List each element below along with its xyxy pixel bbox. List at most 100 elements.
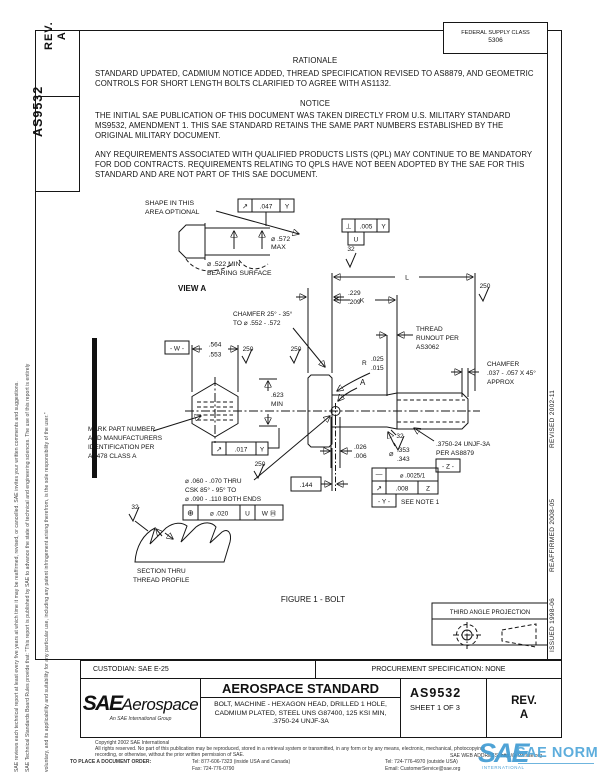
notice-para-2: ANY REQUIREMENTS ASSOCIATED WITH QUALIFI… bbox=[95, 150, 533, 179]
reaffirmed-date: REAFFIRMED 2008-05 bbox=[549, 498, 556, 572]
dim-label: .623 bbox=[271, 392, 284, 399]
revised-date: REVISED 2002-11 bbox=[549, 389, 556, 448]
sae-aerospace-logo: SAEAerospace An SAE International Group bbox=[81, 679, 201, 737]
dim-label: .229 bbox=[348, 290, 361, 297]
fcf-value: .047 bbox=[260, 204, 273, 211]
rev-label: REV. bbox=[511, 695, 537, 707]
dim-label: .026 bbox=[354, 444, 367, 451]
change-bar bbox=[92, 338, 97, 478]
dim-label: .564 bbox=[209, 342, 222, 349]
fcf-value: ⌀ .020 bbox=[210, 511, 229, 518]
fcf-value: .008 bbox=[396, 486, 409, 493]
dim-label: MIN bbox=[271, 401, 283, 408]
runout-icon: ↗ bbox=[242, 204, 248, 211]
hole-callouts: ⌀ .060 - .070 THRU CSK 85° - 95° TO ⌀ .0… bbox=[182, 416, 330, 521]
finish-value: 250 bbox=[291, 346, 302, 353]
runout-note: AS3062 bbox=[416, 344, 440, 351]
third-angle-label: THIRD ANGLE PROJECTION bbox=[450, 610, 530, 616]
dim-label: .553 bbox=[209, 352, 222, 359]
datum-label: - Z - bbox=[442, 464, 454, 471]
doc-number-vertical: AS9532 bbox=[31, 85, 46, 137]
view-a-group: SHAPE IN THIS AREA OPTIONAL ↗ .047 Y ⌀ .… bbox=[145, 198, 299, 293]
finish-icon bbox=[345, 252, 357, 269]
issued-date: ISSUED 1998-06 bbox=[549, 597, 556, 652]
hex-view-dims: - W - .564 .553 250 250 .623 MIN MARK PA… bbox=[88, 340, 302, 460]
custodian-row: CUSTODIAN: SAE E-25 PROCUREMENT SPECIFIC… bbox=[81, 661, 561, 679]
rationale-body: STANDARD UPDATED, CADMIUM NOTICE ADDED, … bbox=[95, 69, 534, 88]
dim-label: .015 bbox=[371, 365, 384, 372]
finish-value: 32 bbox=[347, 246, 355, 253]
bolt-geometry bbox=[185, 335, 480, 448]
section-label: SECTION THRU bbox=[137, 568, 186, 575]
aerospace-logo-text: Aerospace bbox=[121, 695, 199, 714]
notice-para-1: THE INITIAL SAE PUBLICATION OF THIS DOCU… bbox=[95, 111, 511, 140]
dim-label: K bbox=[360, 298, 365, 305]
dim-label: ⌀ .572 bbox=[271, 236, 290, 243]
dim-label: MAX bbox=[271, 244, 286, 251]
mark-note: AND MANUFACTURERS bbox=[88, 435, 163, 442]
rev-box: REV. A bbox=[35, 21, 80, 97]
thread-spec: .3750-24 UNJF-3A bbox=[436, 441, 491, 448]
runout-icon: ↗ bbox=[376, 486, 382, 493]
procurement-spec: PROCUREMENT SPECIFICATION: NONE bbox=[315, 661, 561, 678]
rights-line: recording, or otherwise, without the pri… bbox=[95, 752, 245, 758]
hole-note: CSK 85° - 95° TO bbox=[185, 486, 236, 494]
sheet-number: SHEET 1 OF 3 bbox=[410, 703, 460, 712]
dim-label: BEARING SURFACE bbox=[207, 270, 272, 277]
position-icon: ⊕ bbox=[187, 509, 194, 518]
detail-a-label: A bbox=[360, 378, 366, 387]
mark-note: MARK PART NUMBER bbox=[88, 426, 155, 433]
diameter-icon: ⌀ bbox=[389, 449, 394, 458]
fcf-datum: Z bbox=[426, 486, 430, 493]
standard-title-line: CADMIUM PLATED, STEEL UNS G87400, 125 KS… bbox=[214, 709, 387, 717]
notice-heading: NOTICE bbox=[299, 99, 331, 108]
finish-value: 250 bbox=[255, 461, 266, 468]
tel-outside: Tel: 724-776-4970 (outside USA) bbox=[385, 759, 458, 765]
email-line: Email: CustomerService@sae.org bbox=[385, 766, 461, 772]
fcf-datum: Y bbox=[260, 447, 265, 454]
finish-icon bbox=[393, 435, 405, 452]
supply-class-label: FEDERAL SUPPLY CLASS bbox=[461, 30, 530, 36]
margin-note-rule-1: SAE Technical Standards Board Rules prov… bbox=[25, 363, 31, 772]
doc-number-box: AS9532 bbox=[31, 86, 80, 192]
thread-section: 32 SECTION THRU THREAD PROFILE bbox=[128, 504, 231, 584]
fcf-datum: U bbox=[245, 511, 250, 518]
revision-column-divider bbox=[547, 30, 548, 660]
chamfer-note: APPROX bbox=[487, 379, 515, 386]
sae-logo-text: SAE bbox=[82, 692, 123, 715]
standard-type: AEROSPACE STANDARD bbox=[201, 679, 400, 698]
finish-icon bbox=[478, 286, 490, 303]
see-note-label: SEE NOTE 1 bbox=[401, 499, 440, 506]
dim-label: .209 bbox=[348, 299, 361, 306]
figure-1-drawing: SHAPE IN THIS AREA OPTIONAL ↗ .047 Y ⌀ .… bbox=[88, 198, 548, 649]
dim-label: .144 bbox=[300, 482, 313, 489]
rev-value: A bbox=[519, 709, 529, 721]
rationale-heading: RATIONALE bbox=[292, 56, 338, 65]
drawing-frame bbox=[35, 30, 562, 660]
fcf-value: .017 bbox=[235, 447, 248, 454]
dim-label: ⌀ .522 MIN bbox=[207, 261, 241, 268]
supply-class-value: 5306 bbox=[488, 37, 503, 44]
fcf-datum: Y bbox=[381, 224, 386, 231]
dim-label: .353 bbox=[397, 447, 410, 454]
mark-note: IDENTIFICATION PER bbox=[88, 444, 155, 451]
margin-note-reviews: SAE reviews each technical report at lea… bbox=[14, 381, 20, 772]
radius-label: R bbox=[362, 360, 367, 367]
watermark-divider bbox=[518, 763, 594, 764]
standard-title-line: BOLT, MACHINE - HEXAGON HEAD, DRILLED 1 … bbox=[214, 701, 387, 708]
finish-value: 250 bbox=[480, 283, 491, 290]
finish-icon bbox=[289, 348, 301, 365]
shape-note: SHAPE IN THIS bbox=[145, 200, 194, 207]
third-angle-projection: THIRD ANGLE PROJECTION bbox=[431, 602, 548, 649]
section-label: THREAD PROFILE bbox=[133, 577, 190, 584]
rights-line: All rights reserved. No part of this pub… bbox=[95, 746, 486, 752]
rev-value: A bbox=[55, 31, 68, 41]
dim-label: .006 bbox=[354, 453, 367, 460]
fcf-datum: W Ⓜ bbox=[262, 510, 277, 518]
custodian-label: CUSTODIAN: SAE E-25 bbox=[93, 666, 169, 673]
web-address: SAE WEB ADDRESS: http://www.sae.org bbox=[450, 753, 542, 759]
shape-note: AREA OPTIONAL bbox=[145, 209, 200, 216]
datum-label: - W - bbox=[170, 346, 184, 353]
thread-callouts: THREAD RUNOUT PER AS3062 R .025 .015 A C… bbox=[290, 326, 536, 508]
finish-value: 32 bbox=[131, 504, 139, 511]
